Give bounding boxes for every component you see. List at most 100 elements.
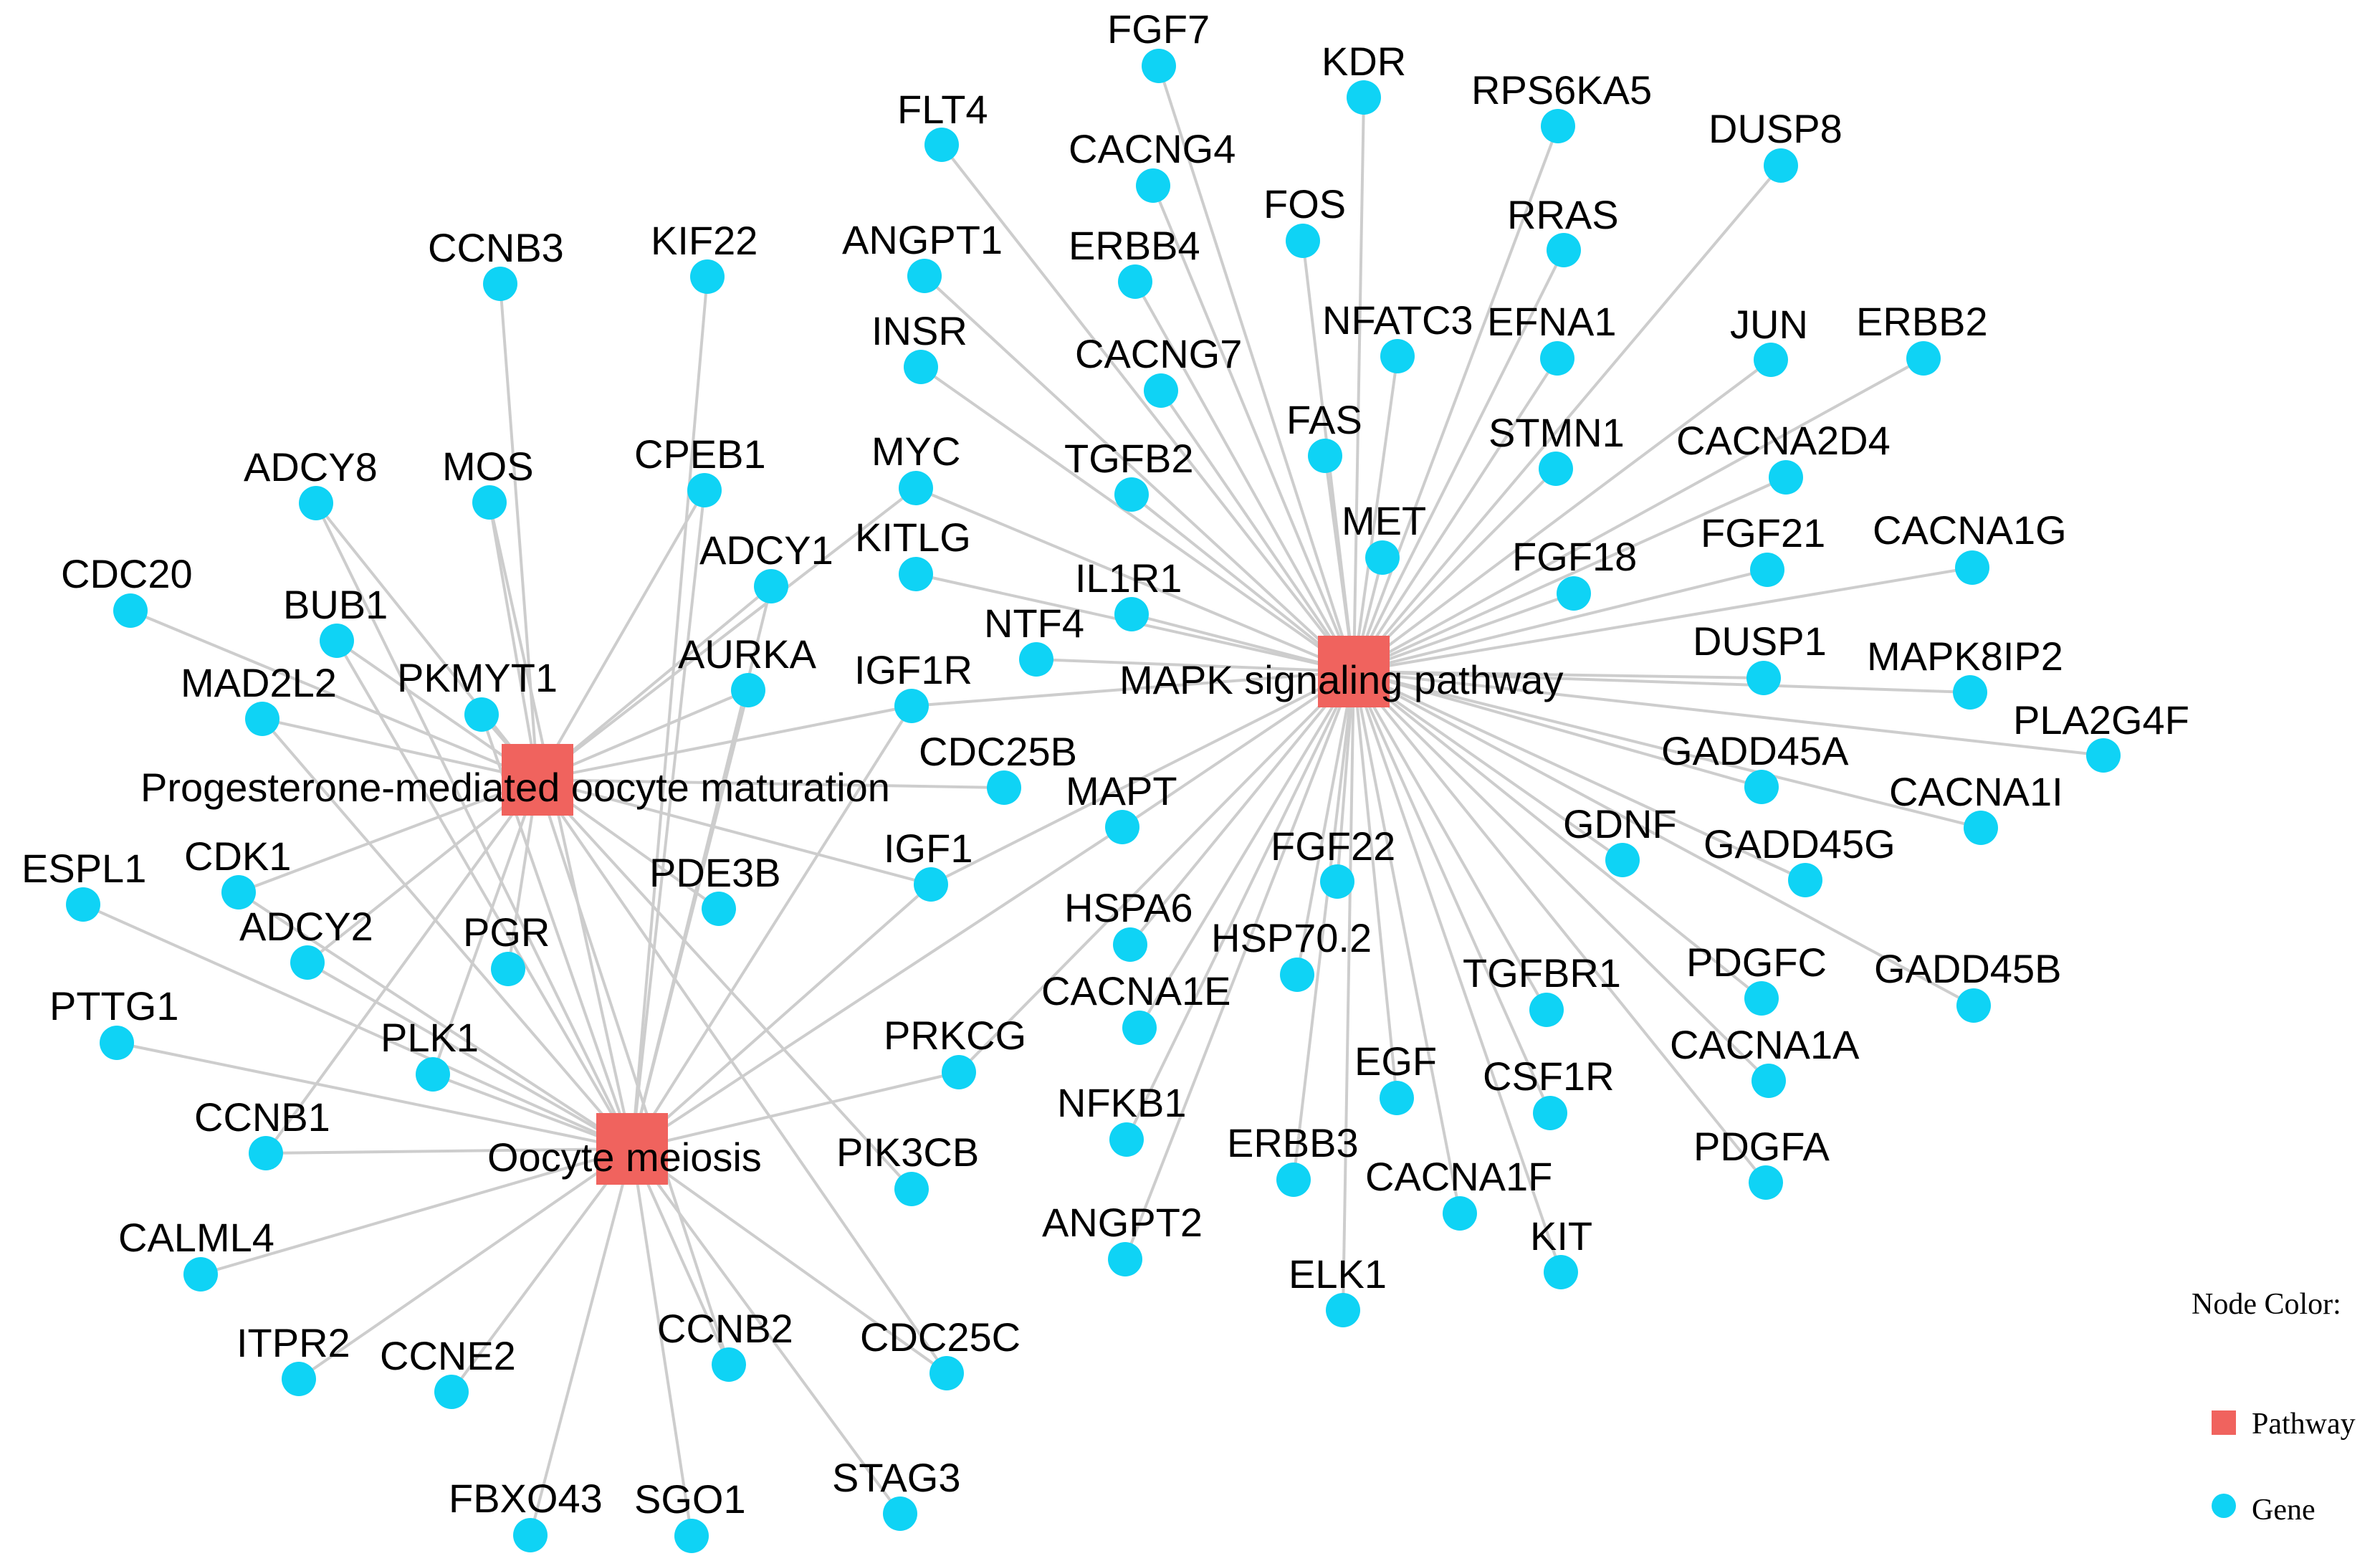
gene-node-ccnb1[interactable] <box>249 1136 283 1170</box>
gene-node-tgfbr1[interactable] <box>1529 993 1564 1027</box>
gene-node-pdgfc[interactable] <box>1744 981 1779 1016</box>
gene-label-kdr: KDR <box>1322 39 1406 84</box>
gene-node-flt4[interactable] <box>924 128 959 162</box>
gene-node-angpt2[interactable] <box>1108 1242 1142 1276</box>
gene-node-dusp8[interactable] <box>1764 148 1798 183</box>
edge-prkcg-mapk <box>957 670 1355 1074</box>
pathway-node-oocyte-meiosis[interactable] <box>596 1113 668 1185</box>
gene-node-erbb2[interactable] <box>1906 341 1941 376</box>
gene-node-prkcg[interactable] <box>942 1055 976 1089</box>
pathway-node-mapk-signaling-pathway[interactable] <box>1318 636 1390 707</box>
gene-node-rps6ka5[interactable] <box>1541 109 1575 143</box>
edge-itpr2-ooc <box>297 1147 634 1380</box>
gene-node-ccnb3[interactable] <box>483 267 517 301</box>
gene-node-angpt1[interactable] <box>907 259 942 293</box>
gene-node-nfatc3[interactable] <box>1380 339 1415 373</box>
gene-node-kdr[interactable] <box>1347 80 1381 115</box>
gene-node-mapk8ip2[interactable] <box>1953 675 1987 710</box>
gene-node-erbb3[interactable] <box>1276 1163 1311 1197</box>
gene-label-hspa6: HSPA6 <box>1064 885 1193 930</box>
gene-node-pkmyt1[interactable] <box>464 697 499 732</box>
gene-node-erbb4[interactable] <box>1118 264 1152 299</box>
gene-node-kif22[interactable] <box>690 259 725 294</box>
gene-node-gadd45g[interactable] <box>1788 863 1822 897</box>
gene-node-fbxo43[interactable] <box>513 1518 548 1552</box>
gene-node-cdk1[interactable] <box>221 875 256 910</box>
gene-node-efna1[interactable] <box>1540 341 1574 376</box>
gene-node-cdc25b[interactable] <box>987 770 1021 805</box>
gene-node-espl1[interactable] <box>66 887 100 922</box>
gene-node-fgf22[interactable] <box>1320 864 1354 899</box>
gene-node-myc[interactable] <box>899 471 933 505</box>
gene-node-ccnb2[interactable] <box>712 1347 746 1382</box>
gene-node-pik3cb[interactable] <box>894 1172 929 1206</box>
edge-hsp70-2-mapk <box>1296 671 1355 975</box>
gene-node-aurka[interactable] <box>731 673 765 707</box>
gene-node-pgr[interactable] <box>491 952 525 986</box>
gene-node-cpeb1[interactable] <box>687 473 722 507</box>
gene-node-adcy8[interactable] <box>299 486 333 520</box>
gene-node-cacna1e[interactable] <box>1122 1011 1157 1045</box>
gene-node-ccne2[interactable] <box>434 1375 469 1409</box>
gene-node-hspa6[interactable] <box>1113 927 1147 962</box>
gene-node-cacna1f[interactable] <box>1443 1196 1477 1231</box>
gene-node-plk1[interactable] <box>416 1057 450 1092</box>
gene-node-cacna1g[interactable] <box>1955 550 1989 585</box>
gene-node-cacng4[interactable] <box>1136 168 1170 203</box>
gene-node-fgf7[interactable] <box>1142 49 1176 83</box>
gene-node-jun[interactable] <box>1754 343 1788 377</box>
gene-node-tgfb2[interactable] <box>1114 477 1149 512</box>
gene-node-adcy1[interactable] <box>754 569 788 603</box>
gene-node-fos[interactable] <box>1286 224 1320 258</box>
gene-node-cacng7[interactable] <box>1144 373 1178 408</box>
gene-node-bub1[interactable] <box>320 624 354 658</box>
gene-node-gdnf[interactable] <box>1605 843 1640 877</box>
gene-node-dusp1[interactable] <box>1746 661 1781 695</box>
gene-node-mapt[interactable] <box>1105 810 1139 844</box>
gene-node-sgo1[interactable] <box>674 1519 709 1553</box>
gene-node-elk1[interactable] <box>1326 1293 1360 1327</box>
gene-node-ntf4[interactable] <box>1019 642 1053 677</box>
edge-ntf4-mapk <box>1036 658 1354 673</box>
gene-label-erbb4: ERBB4 <box>1069 223 1200 268</box>
gene-node-insr[interactable] <box>904 350 938 384</box>
gene-label-rras: RRAS <box>1507 192 1619 237</box>
gene-label-adcy2: ADCY2 <box>239 904 373 949</box>
gene-node-fgf18[interactable] <box>1557 576 1591 611</box>
gene-node-mad2l2[interactable] <box>245 702 279 736</box>
gene-node-pttg1[interactable] <box>100 1026 134 1060</box>
gene-node-csf1r[interactable] <box>1533 1096 1567 1130</box>
gene-node-stag3[interactable] <box>883 1496 917 1531</box>
gene-node-cdc20[interactable] <box>113 593 148 628</box>
gene-node-hsp70-2[interactable] <box>1280 958 1314 992</box>
gene-node-gadd45b[interactable] <box>1956 988 1991 1023</box>
gene-node-igf1[interactable] <box>914 867 948 902</box>
gene-label-nfatc3: NFATC3 <box>1322 297 1473 343</box>
gene-node-gadd45a[interactable] <box>1744 770 1779 804</box>
gene-node-itpr2[interactable] <box>282 1362 316 1396</box>
gene-node-mos[interactable] <box>472 485 507 520</box>
gene-node-pdgfa[interactable] <box>1749 1165 1783 1200</box>
gene-node-il1r1[interactable] <box>1114 597 1149 631</box>
gene-node-cdc25c[interactable] <box>929 1356 964 1390</box>
gene-node-stmn1[interactable] <box>1539 452 1573 486</box>
gene-node-cacna2d4[interactable] <box>1769 460 1803 495</box>
gene-node-kit[interactable] <box>1544 1255 1578 1289</box>
gene-node-met[interactable] <box>1365 540 1400 575</box>
edge-cdc20-prog <box>130 609 538 781</box>
gene-node-fas[interactable] <box>1308 439 1342 473</box>
gene-node-cacna1a[interactable] <box>1751 1064 1786 1098</box>
gene-node-adcy2[interactable] <box>290 945 325 980</box>
gene-node-igf1r[interactable] <box>894 689 929 723</box>
gene-node-calml4[interactable] <box>183 1257 218 1292</box>
gene-node-kitlg[interactable] <box>899 557 933 591</box>
pathway-node-progesterone-mediated-oocyte-maturation[interactable] <box>502 744 573 816</box>
gene-node-pde3b[interactable] <box>702 892 736 926</box>
gene-node-rras[interactable] <box>1547 233 1581 267</box>
gene-node-cacna1i[interactable] <box>1964 811 1998 845</box>
gene-node-fgf21[interactable] <box>1750 553 1784 587</box>
gene-node-nfkb1[interactable] <box>1109 1122 1144 1157</box>
edge-dusp8-mapk <box>1352 164 1782 673</box>
gene-node-pla2g4f[interactable] <box>2086 738 2121 773</box>
gene-node-egf[interactable] <box>1380 1081 1414 1115</box>
